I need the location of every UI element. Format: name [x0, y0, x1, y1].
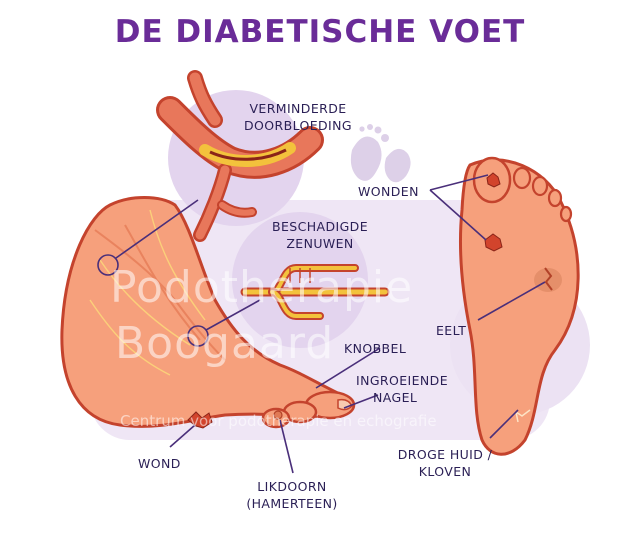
label-eelt: EELT: [436, 322, 466, 339]
label-wonden: WONDEN: [358, 183, 419, 200]
label-ingroeiende-nagel: INGROEIENDE NAGEL: [356, 372, 448, 406]
label-droge-huid-kloven: DROGE HUID / KLOVEN: [385, 446, 505, 480]
label-verminderde-doorbloeding: VERMINDERDE DOORBLOEDING: [228, 100, 368, 134]
sole-foot: [460, 158, 578, 454]
label-beschadigde-zenuwen: BESCHADIGDE ZENUWEN: [255, 218, 385, 252]
label-wond: WOND: [138, 455, 181, 472]
label-knobbel: KNOBBEL: [344, 340, 406, 357]
label-likdoorn: LIKDOORN (HAMERTEEN): [232, 478, 352, 512]
page-title: DE DIABETISCHE VOET: [0, 14, 640, 50]
